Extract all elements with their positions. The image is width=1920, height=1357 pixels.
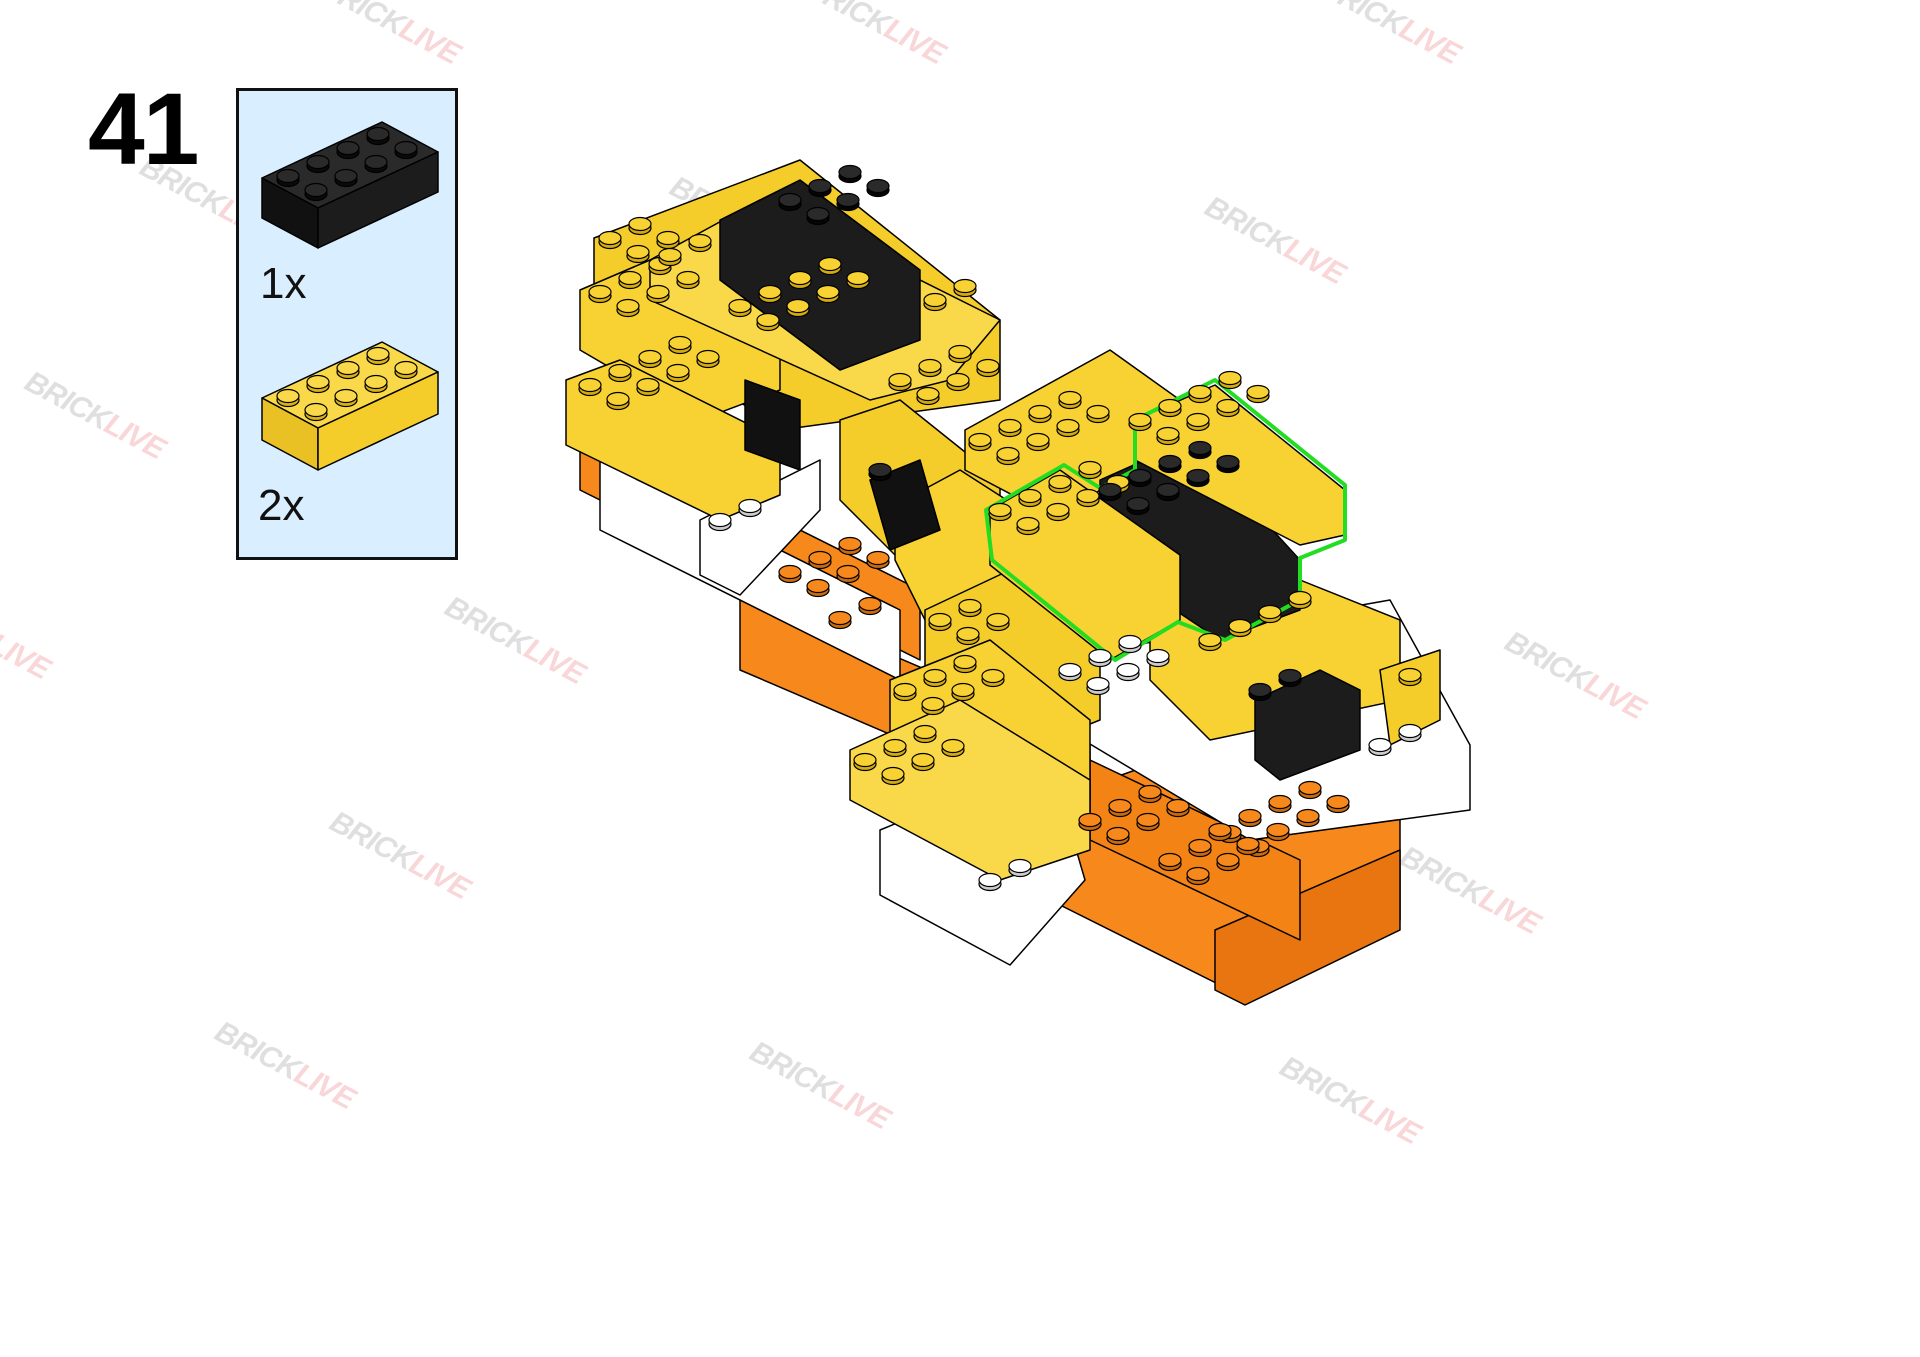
step-number: 41 [88,72,199,186]
new-parts-highlight [984,378,1347,662]
yellow-body-right [849,349,1441,881]
part-quantity-yellow: 2x [258,481,305,530]
watermark: BRICKLIVE [324,805,475,906]
watermark: BRICKLIVE [744,1035,895,1136]
watermark: BRICKLIVE [19,365,170,466]
black-bricks-model [719,179,1361,781]
white-layers [599,459,1471,966]
watermark: BRICKLIVE [1394,840,1545,941]
watermark: BRICKLIVE [1274,1050,1425,1151]
watermark: BRICKLIVE [1199,190,1350,291]
watermark: BRICKLIVE [1314,0,1465,71]
watermark: BRICKLIVE [439,590,590,691]
watermark: BRICKLIVE [664,170,815,271]
watermark: BRICKLIVE [1499,625,1650,726]
watermark: BRICKLIVE [209,1015,360,1116]
part-quantity-black: 1x [260,259,307,308]
orange-base [579,419,1401,1006]
yellow-body-left [565,159,1001,561]
new-bricks [989,384,1346,661]
watermark: BRICKLIVE [0,627,55,686]
watermark: BRICKLIVE [314,0,465,71]
watermark: BRICKLIVE [799,0,950,71]
